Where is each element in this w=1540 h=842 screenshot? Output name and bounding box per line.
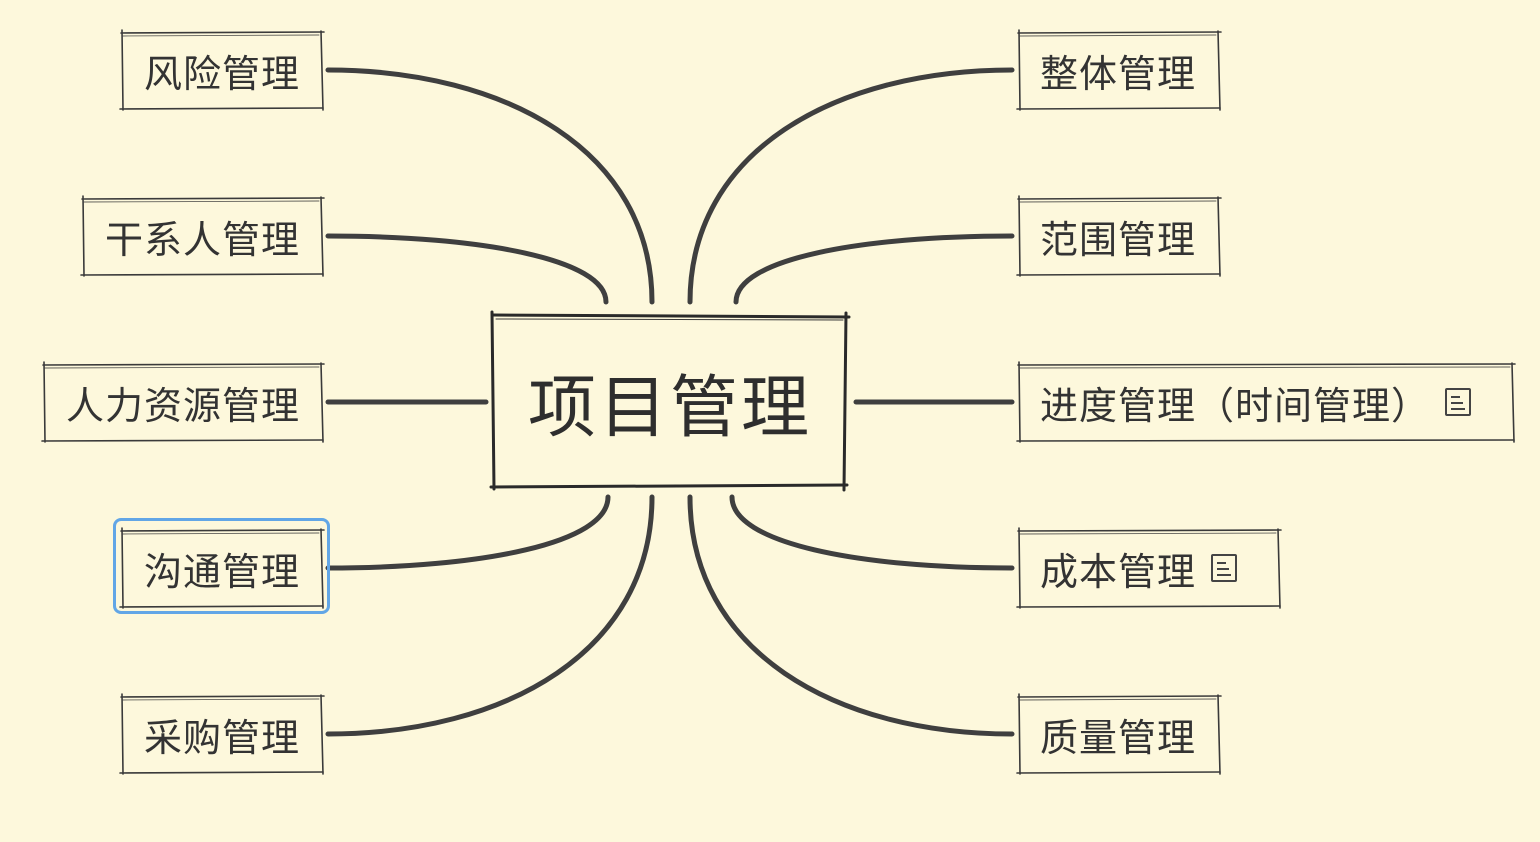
topic-outline — [119, 29, 325, 111]
left-topic-5[interactable]: 采购管理 — [119, 693, 325, 775]
connector-right-topic-1 — [687, 67, 1015, 305]
topic-outline — [119, 693, 325, 775]
right-topic-1[interactable]: 整体管理 — [1016, 29, 1222, 111]
left-topic-4-label: 沟通管理 — [143, 549, 300, 594]
right-topic-5[interactable]: 质量管理 — [1016, 693, 1222, 775]
right-topic-1-label: 整体管理 — [1040, 51, 1197, 96]
central-topic-outline — [489, 310, 851, 492]
topic-outline — [1016, 527, 1282, 609]
topic-outline — [1016, 693, 1222, 775]
connector-right-topic-5 — [687, 494, 1015, 737]
left-topic-3[interactable]: 人力资源管理 — [41, 361, 325, 443]
right-topic-5-label: 质量管理 — [1040, 715, 1197, 760]
topic-outline — [119, 527, 325, 609]
right-topic-3-label: 进度管理（时间管理） — [1040, 383, 1431, 428]
topic-outline — [1016, 29, 1222, 111]
right-topic-3[interactable]: 进度管理（时间管理） — [1016, 361, 1516, 443]
connector-right-topic-2 — [733, 233, 1015, 305]
note-icon[interactable] — [1445, 388, 1471, 416]
left-topic-4[interactable]: 沟通管理 — [113, 518, 330, 614]
left-topic-5-label: 采购管理 — [143, 715, 300, 760]
right-topic-2-label: 范围管理 — [1040, 217, 1197, 262]
left-topic-1[interactable]: 风险管理 — [119, 29, 325, 111]
connector-left-topic-2 — [325, 233, 609, 305]
topic-outline — [1016, 361, 1516, 443]
central-topic[interactable]: 项目管理 — [489, 310, 851, 492]
connector-left-topic-4 — [325, 494, 611, 571]
right-topic-4-label: 成本管理 — [1040, 549, 1197, 594]
right-topic-4[interactable]: 成本管理 — [1016, 527, 1282, 609]
left-topic-3-label: 人力资源管理 — [65, 383, 300, 428]
left-topic-1-label: 风险管理 — [143, 51, 300, 96]
left-topic-2[interactable]: 干系人管理 — [80, 195, 325, 277]
connector-right-topic-4 — [729, 494, 1015, 571]
connector-left-topic-5 — [325, 494, 655, 737]
left-topic-2-label: 干系人管理 — [104, 217, 300, 262]
topic-outline — [80, 195, 325, 277]
topic-outline — [41, 361, 325, 443]
right-topic-2[interactable]: 范围管理 — [1016, 195, 1222, 277]
central-topic-label: 项目管理 — [527, 368, 812, 448]
connector-left-topic-1 — [325, 67, 655, 305]
note-icon[interactable] — [1211, 554, 1237, 582]
topic-outline — [1016, 195, 1222, 277]
